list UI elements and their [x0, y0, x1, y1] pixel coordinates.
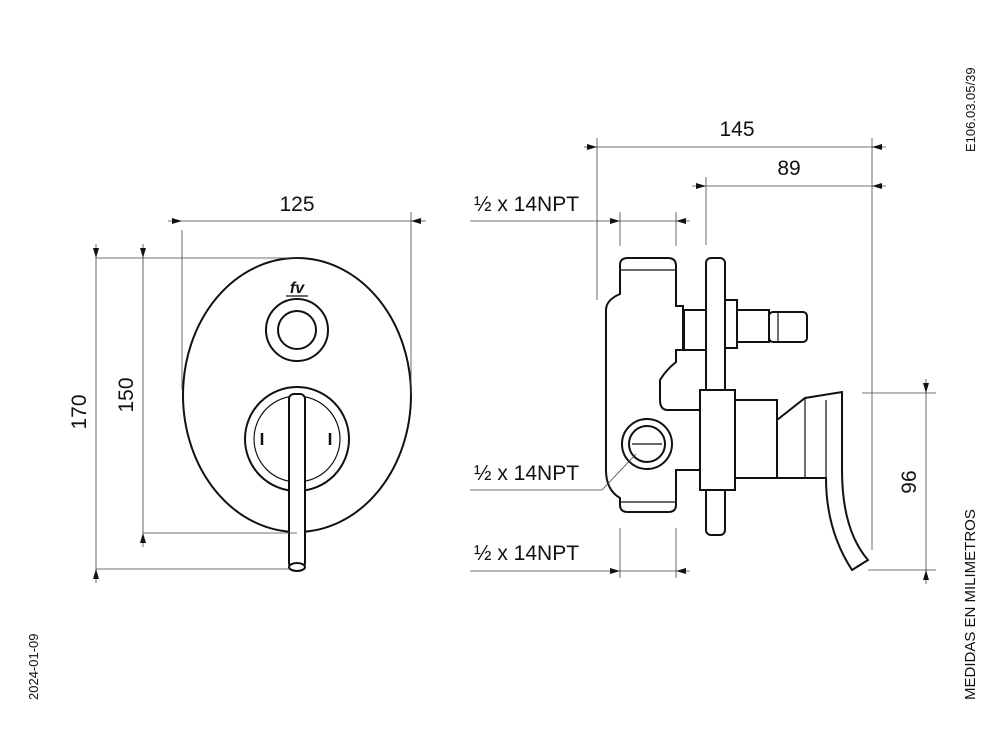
cartridge-housing	[699, 389, 736, 491]
dim-label-depth-lever: 89	[777, 157, 800, 180]
lever-handle	[288, 393, 306, 569]
brand-logo: fv	[290, 280, 305, 297]
side-dimensions: 145 89 ½ x 14NPT ½ x 14NPT ½ x 14NPT 96	[470, 118, 936, 584]
dim-label-width: 125	[279, 193, 314, 216]
diverter-stem-base	[683, 309, 707, 351]
valve-body	[605, 257, 701, 513]
diverter-knob-inner	[277, 310, 317, 350]
thread-label-middle: ½ x 14NPT	[474, 462, 579, 485]
diverter-knob-side	[768, 311, 808, 343]
dim-label-depth-total: 145	[719, 118, 754, 141]
lever-tip	[288, 562, 306, 572]
front-dimensions: 125 170 150	[68, 193, 426, 583]
diverter-stem-shaft	[736, 309, 770, 343]
side-view	[605, 257, 870, 572]
diverter-stem	[724, 299, 738, 349]
drawing-date: 2024-01-09	[26, 634, 41, 701]
drawing-code: E106.03.05/39	[963, 67, 978, 152]
thread-label-bottom: ½ x 14NPT	[474, 542, 579, 565]
thread-label-top: ½ x 14NPT	[474, 193, 579, 216]
front-view: fv	[182, 257, 412, 572]
dim-label-height-plate: 150	[115, 377, 138, 412]
lever-handle-side	[776, 390, 870, 572]
cartridge-collar	[734, 399, 778, 479]
dim-label-lever-height: 96	[898, 470, 921, 493]
dim-label-height-total: 170	[68, 394, 91, 429]
units-note: MEDIDAS EN MILIMETROS	[962, 509, 979, 700]
